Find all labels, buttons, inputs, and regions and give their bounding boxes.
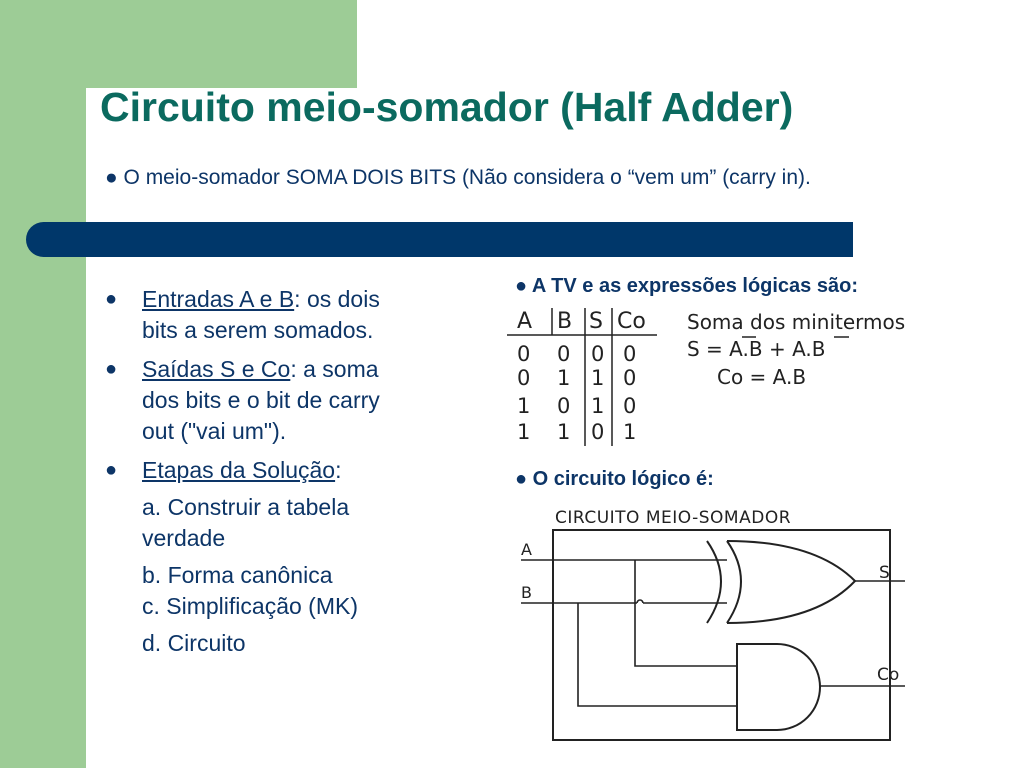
tt-cell: 1: [557, 420, 570, 444]
tt-header-a: A: [517, 309, 532, 334]
sum-b-bar: B: [812, 337, 826, 361]
bullet-steps: ● Etapas da Solução: a. Construir a tabe…: [105, 455, 415, 659]
tt-header-co: Co: [617, 309, 646, 334]
tt-header-s: S: [589, 309, 603, 334]
sum-prefix: S =: [687, 337, 729, 361]
tt-cell: 1: [591, 394, 604, 418]
sum-expression: S = A.B + A.B: [687, 337, 826, 361]
tt-cell: 0: [591, 342, 604, 366]
xor-body-back: [726, 540, 742, 624]
wire-b-to-and: [577, 603, 737, 707]
content-corner: [86, 88, 386, 248]
truth-table: A B S Co 0 0 0 0 0 1 1 0 1 0 1 0 1 1 0 1: [507, 308, 657, 446]
xor-input-arc: [706, 540, 722, 624]
bullet-inputs: ● Entradas A e B: os dois bits a serem s…: [105, 284, 415, 346]
steps-colon: :: [335, 457, 342, 483]
and-gate: [736, 643, 821, 731]
tt-cell: 0: [517, 342, 530, 366]
circuit-heading: ● O circuito lógico é:: [515, 468, 714, 490]
input-a-label: A: [521, 540, 532, 559]
inputs-label: Entradas A e B: [142, 286, 295, 312]
step-d: d. Circuito: [142, 630, 246, 656]
tt-cell: 1: [517, 420, 530, 444]
circuit-title: CIRCUITO MEIO-SOMADOR: [555, 508, 791, 528]
tv-heading: ● A TV e as expressões lógicas são:: [515, 275, 858, 297]
step-c: c. Simplificação (MK): [142, 593, 358, 619]
slide-title: Circuito meio-somador (Half Adder): [100, 84, 794, 130]
tt-cell: 1: [591, 366, 604, 390]
wire-crossover: [636, 599, 644, 604]
tt-cell: 0: [623, 394, 636, 418]
xor-gate: [706, 540, 857, 624]
outputs-label: Saídas S e Co: [142, 356, 291, 382]
divider-band: [26, 222, 853, 257]
slide-subtitle: ● O meio-somador SOMA DOIS BITS (Não con…: [105, 166, 811, 189]
output-s-label: S: [879, 563, 890, 583]
input-b-label: B: [521, 583, 532, 602]
green-left-band: [0, 0, 86, 768]
carry-expression: Co = A.B: [717, 365, 806, 389]
tt-cell: 0: [623, 342, 636, 366]
circuit-wires: [521, 559, 905, 707]
xor-body-front: [726, 540, 857, 624]
circuit-box: [552, 529, 891, 741]
tt-header-b: B: [557, 309, 572, 334]
tt-cell: 1: [517, 394, 530, 418]
tt-cell: 1: [557, 366, 570, 390]
tt-cell: 0: [517, 366, 530, 390]
bullet-outputs: ● Saídas S e Co: a soma dos bits e o bit…: [105, 354, 415, 447]
minterms-label: Soma dos minitermos: [687, 310, 905, 334]
tt-cell: 0: [623, 366, 636, 390]
half-adder-circuit: CIRCUITO MEIO-SOMADOR A B S Co: [521, 508, 905, 741]
wire-a-to-and: [634, 560, 737, 667]
tt-cell: 0: [557, 342, 570, 366]
sum-middle: .B + A.: [743, 337, 812, 361]
bullet-dot: ●: [105, 288, 118, 310]
tt-cell: 0: [557, 394, 570, 418]
steps-list: a. Construir a tabela verdade b. Forma c…: [142, 492, 415, 659]
logic-expressions: Soma dos minitermos S = A.B + A.B Co = A…: [687, 310, 905, 389]
step-b: b. Forma canônica: [142, 562, 333, 588]
output-co-label: Co: [877, 665, 899, 685]
left-bullet-list: ● Entradas A e B: os dois bits a serem s…: [105, 284, 415, 667]
sum-a-bar: A: [729, 337, 743, 361]
step-a: a. Construir a tabela verdade: [142, 494, 350, 551]
bullet-dot: ●: [105, 358, 118, 380]
tt-cell: 0: [591, 420, 604, 444]
outputs-text: : a soma dos bits e o bit de carry out (…: [142, 356, 380, 444]
steps-label: Etapas da Solução: [142, 457, 336, 483]
inputs-text: : os dois bits a serem somados.: [142, 286, 380, 343]
bullet-dot: ●: [105, 459, 118, 481]
tt-cell: 1: [623, 420, 636, 444]
